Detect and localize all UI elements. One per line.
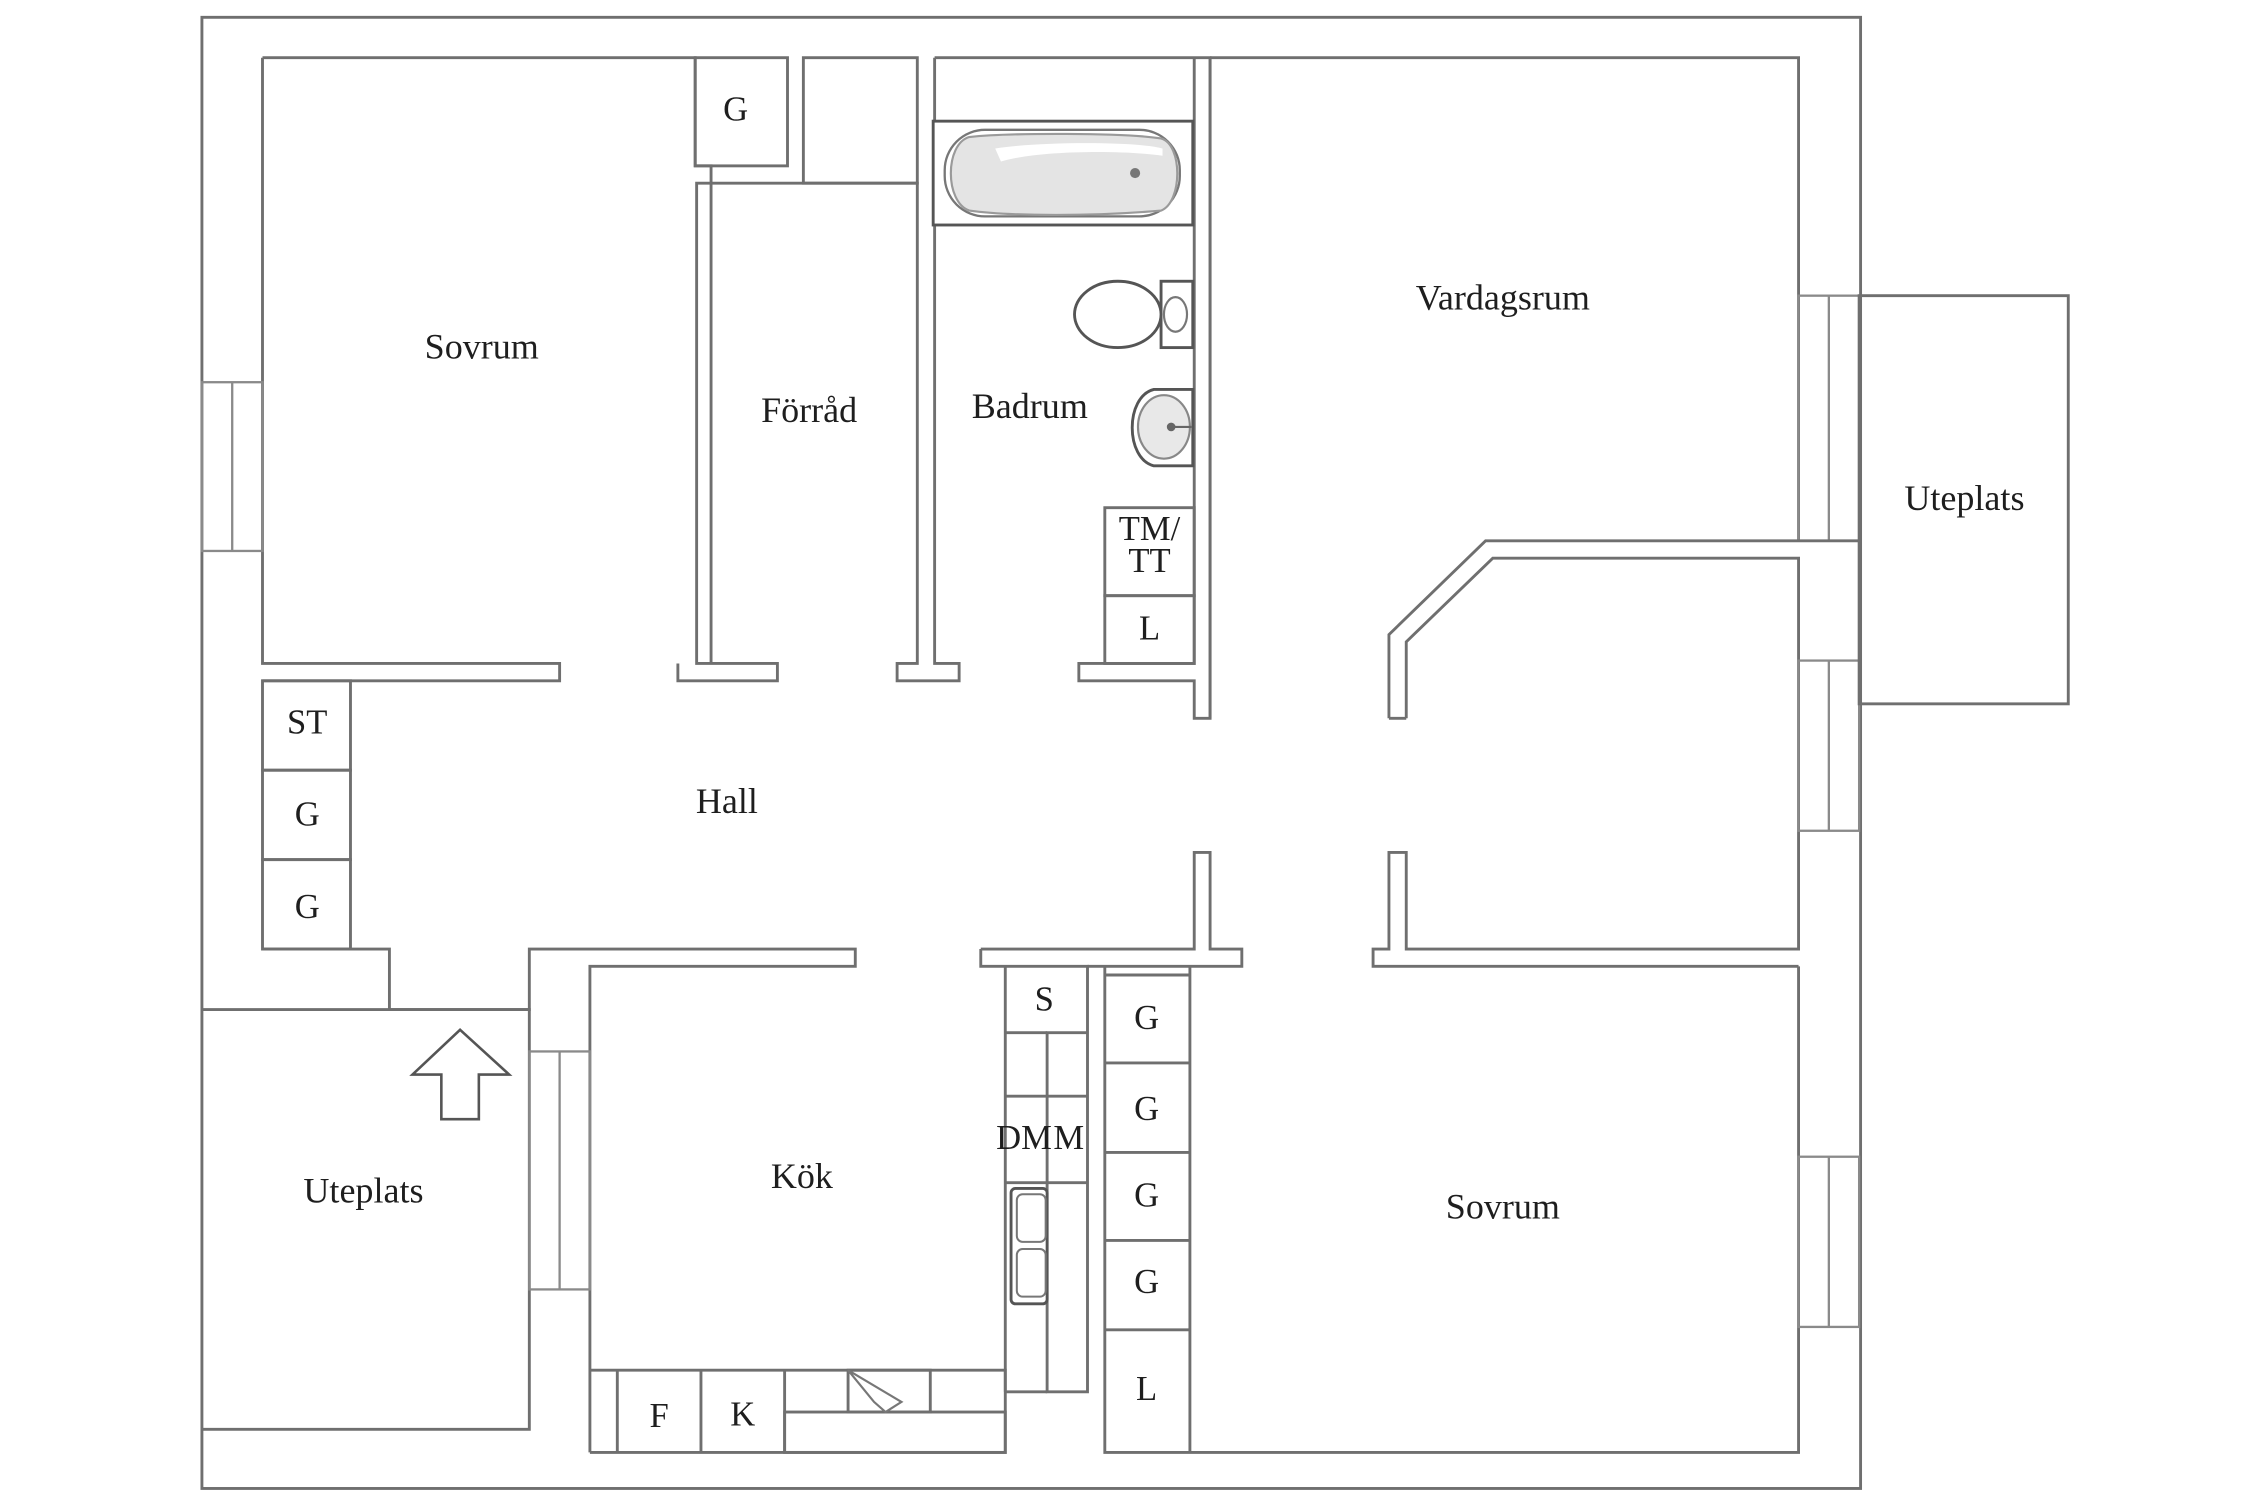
label-bedroom-g2: G bbox=[1134, 1090, 1159, 1128]
label-kitchen-k: K bbox=[730, 1396, 755, 1434]
stove-hood-icon bbox=[847, 1369, 904, 1414]
label-bedroom-west: Sovrum bbox=[425, 327, 539, 367]
label-cabinet-tt: TT bbox=[1128, 542, 1170, 580]
sink-icon bbox=[1130, 387, 1195, 468]
label-kitchen-dm: DM bbox=[996, 1119, 1052, 1157]
label-kitchen-s: S bbox=[1035, 980, 1054, 1018]
label-cabinet-bath-l: L bbox=[1139, 610, 1160, 648]
label-terrace-west: Uteplats bbox=[303, 1170, 423, 1210]
arrow-up-icon bbox=[409, 1028, 513, 1121]
label-kitchen: Kök bbox=[771, 1156, 834, 1196]
label-cabinet-g-top: G bbox=[723, 90, 748, 128]
bathtub-icon bbox=[931, 119, 1195, 227]
label-hall: Hall bbox=[696, 781, 758, 821]
label-storage: Förråd bbox=[761, 390, 857, 430]
label-cabinet-hall-g2: G bbox=[295, 888, 320, 926]
living-room bbox=[1208, 56, 1861, 719]
label-kitchen-m: M bbox=[1053, 1119, 1084, 1157]
kitchen-sink-icon bbox=[1009, 1187, 1049, 1306]
label-bathroom: Badrum bbox=[972, 386, 1088, 426]
label-cabinet-hall-g1: G bbox=[295, 796, 320, 834]
label-living-room: Vardagsrum bbox=[1416, 278, 1590, 318]
cabinet-bath-l bbox=[1103, 594, 1196, 665]
toilet-icon bbox=[1073, 279, 1195, 350]
label-bedroom-l: L bbox=[1136, 1370, 1157, 1408]
label-kitchen-f: F bbox=[650, 1397, 669, 1435]
outer-wall bbox=[200, 15, 1863, 1490]
kitchen bbox=[589, 949, 1089, 1454]
bedroom-south bbox=[1103, 966, 1861, 1454]
storage-room bbox=[676, 57, 961, 683]
terrace-east bbox=[1857, 294, 2070, 706]
inner-partition bbox=[1371, 539, 1861, 968]
label-cabinet-st: ST bbox=[287, 703, 327, 741]
label-bedroom-g4: G bbox=[1134, 1263, 1159, 1301]
label-cabinet-tm: TM/ bbox=[1119, 510, 1181, 548]
label-terrace-east: Uteplats bbox=[1904, 478, 2024, 518]
closet-top bbox=[693, 56, 789, 168]
label-bedroom-g3: G bbox=[1134, 1176, 1159, 1214]
shaft bbox=[801, 56, 919, 185]
bedroom-west bbox=[200, 56, 713, 683]
label-bedroom-south: Sovrum bbox=[1446, 1186, 1560, 1226]
label-bedroom-g1: G bbox=[1134, 999, 1159, 1037]
